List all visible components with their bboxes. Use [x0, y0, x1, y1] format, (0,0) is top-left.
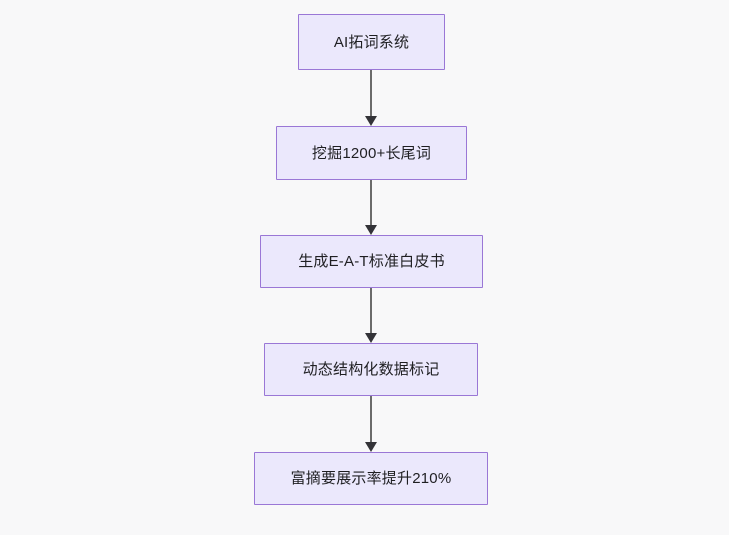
flowchart-edge-n3-n4: [365, 288, 377, 343]
arrowhead-icon: [365, 333, 377, 343]
flowchart-node-label: 动态结构化数据标记: [302, 361, 440, 378]
arrowhead-icon: [365, 225, 377, 235]
flowchart-node-label: 富摘要展示率提升210%: [290, 470, 452, 487]
flowchart-node-label: 生成E-A-T标准白皮书: [298, 253, 445, 270]
flowchart-edge-n4-n5: [365, 396, 377, 452]
flowchart-node-n2[interactable]: 挖掘1200+长尾词: [276, 126, 467, 180]
arrowhead-icon: [365, 442, 377, 452]
flowchart-edge-n2-n3: [365, 180, 377, 235]
flowchart-node-n5[interactable]: 富摘要展示率提升210%: [254, 452, 488, 505]
flowchart-node-n4[interactable]: 动态结构化数据标记: [264, 343, 478, 396]
flowchart-node-label: AI拓词系统: [333, 33, 410, 51]
flowchart-node-n3[interactable]: 生成E-A-T标准白皮书: [260, 235, 483, 288]
flowchart-node-label: 挖掘1200+长尾词: [311, 144, 432, 162]
flowchart-node-n1[interactable]: AI拓词系统: [298, 14, 445, 70]
arrowhead-icon: [365, 116, 377, 126]
flowchart-edge-n1-n2: [365, 70, 377, 126]
